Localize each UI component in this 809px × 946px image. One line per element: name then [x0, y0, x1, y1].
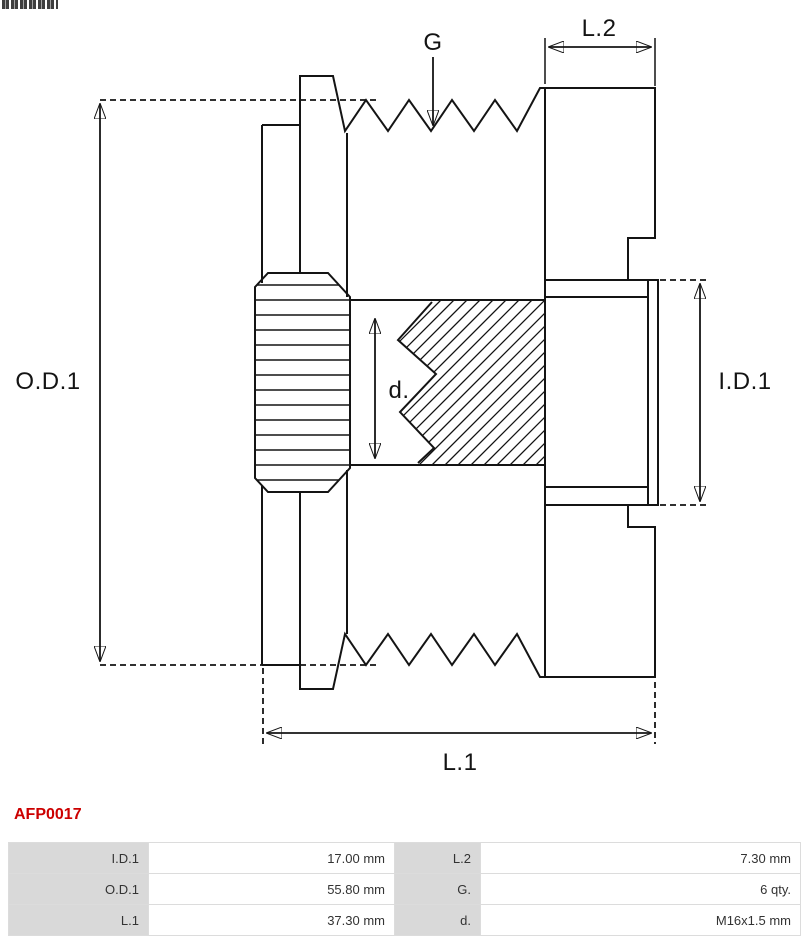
center-webs [347, 88, 545, 677]
spec-label: L.1 [8, 904, 149, 936]
l2-label: L.2 [582, 15, 617, 42]
table-row: I.D.1 17.00 mm L.2 7.30 mm [8, 842, 801, 874]
l1-label: L.1 [443, 749, 478, 776]
spec-label: O.D.1 [8, 873, 149, 905]
table-row: L.1 37.30 mm d. M16x1.5 mm [8, 904, 801, 936]
specifications-table: I.D.1 17.00 mm L.2 7.30 mm O.D.1 55.80 m… [8, 842, 801, 936]
dimensions: O.D.1 I.D.1 L.1 L.2 G d. [15, 15, 771, 776]
od1-extension-lines [100, 100, 376, 665]
spec-value: 6 qty. [480, 873, 801, 905]
l2-extension-lines [545, 38, 655, 86]
product-code-link[interactable]: AFP0017 [14, 806, 82, 823]
spec-value: 7.30 mm [480, 842, 801, 874]
table-row: O.D.1 55.80 mm G. 6 qty. [8, 873, 801, 905]
pulley-bottom-profile [262, 505, 655, 689]
section-hatching [250, 300, 701, 465]
spec-label: I.D.1 [8, 842, 149, 874]
spec-label: G. [394, 873, 481, 905]
pulley-body [250, 76, 701, 689]
id1-label: I.D.1 [718, 368, 771, 395]
spec-value: M16x1.5 mm [480, 904, 801, 936]
pulley-top-profile [262, 76, 655, 280]
d-label: d. [388, 377, 409, 404]
spec-label: d. [394, 904, 481, 936]
spec-value: 37.30 mm [148, 904, 395, 936]
left-flange-webs [262, 125, 300, 665]
hub-outline [545, 280, 658, 505]
spec-value: 17.00 mm [148, 842, 395, 874]
spec-label: L.2 [394, 842, 481, 874]
od1-label: O.D.1 [15, 368, 80, 395]
technical-drawing: O.D.1 I.D.1 L.1 L.2 G d. [15, 15, 771, 776]
bore-outline [350, 300, 545, 465]
knurl-outline [255, 273, 350, 492]
g-label: G [423, 29, 442, 56]
thread-break-line [398, 302, 436, 463]
knurl-lines [255, 285, 350, 480]
cropped-logo-mark [2, 0, 58, 9]
spec-value: 55.80 mm [148, 873, 395, 905]
